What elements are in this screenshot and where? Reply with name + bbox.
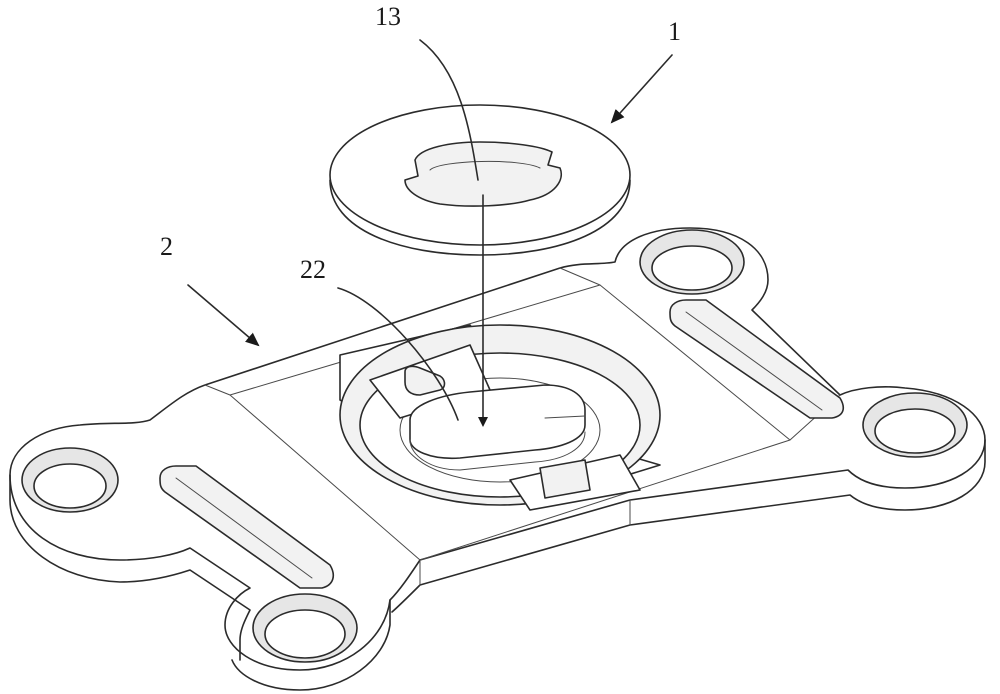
- label-13: 13: [375, 2, 401, 31]
- clip-tab-lower: [509, 454, 641, 511]
- base-plate: [9, 227, 986, 691]
- slot-right: [669, 299, 845, 419]
- label-22: 22: [300, 255, 326, 284]
- arrow-1: [610, 54, 673, 124]
- washer-thickness: [329, 179, 631, 256]
- mounting-hole-left: [21, 447, 119, 513]
- washer-keyed-hole: [404, 141, 562, 207]
- mounting-hole-right: [862, 392, 968, 458]
- mounting-hole-top-right: [639, 229, 745, 295]
- panel-line-bottom: [419, 439, 791, 561]
- base-plate-right-edge: [391, 439, 986, 613]
- base-plate-front-edge-2: [231, 599, 391, 691]
- mounting-hole-bottom: [252, 593, 358, 663]
- slot-left: [159, 465, 335, 589]
- arrow-2: [187, 284, 260, 347]
- leader-13: [419, 39, 479, 181]
- base-plate-front-edge: [9, 474, 251, 661]
- washer-ring: [329, 104, 631, 256]
- leader-22: [337, 287, 459, 421]
- label-2: 2: [160, 232, 173, 261]
- label-1: 1: [668, 17, 681, 46]
